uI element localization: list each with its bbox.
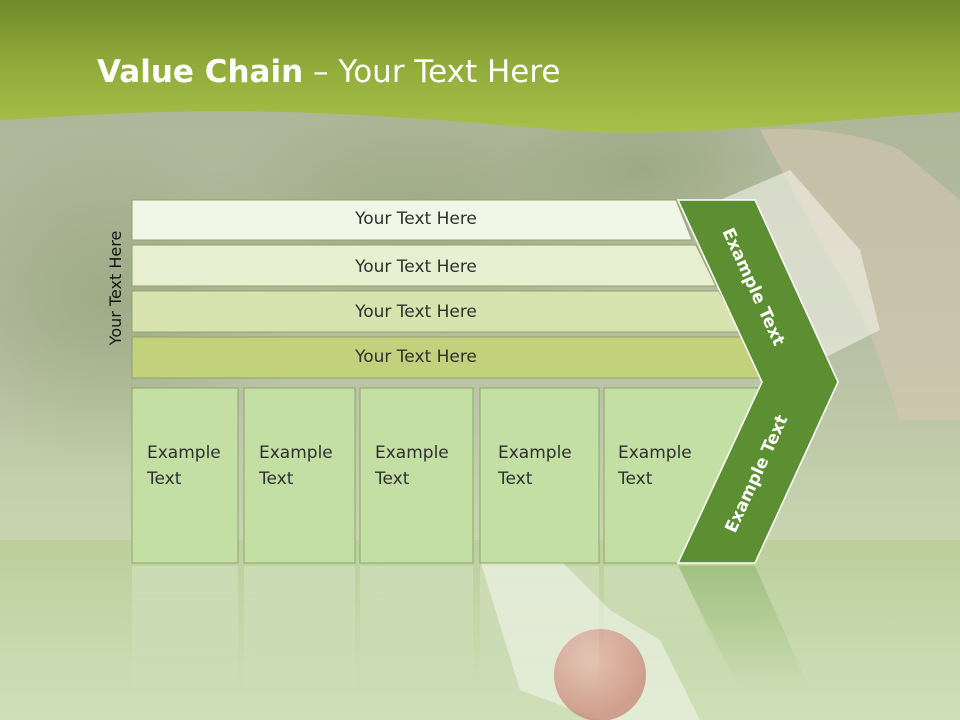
reflection-cell-5 <box>604 566 720 660</box>
primary-cell-5-line2: Text <box>617 469 653 489</box>
primary-cell-4-line2: Text <box>497 469 533 489</box>
primary-cell-1-line1: Example <box>147 443 221 463</box>
reflection <box>132 566 810 696</box>
slide-title: Value Chain – Your Text Here <box>97 54 560 90</box>
primary-cell-3-line2: Text <box>374 469 410 489</box>
primary-cell-4-line1: Example <box>498 443 572 463</box>
support-bar-3-label: Your Text Here <box>354 302 477 322</box>
support-bar-4-label: Your Text Here <box>354 347 477 367</box>
primary-cell-1-line2: Text <box>146 469 182 489</box>
primary-cell-2-line1: Example <box>259 443 333 463</box>
primary-cell-3-line1: Example <box>375 443 449 463</box>
primary-cell-4 <box>479 387 600 564</box>
reflection-cell-1 <box>132 566 238 696</box>
reflection-cell-4 <box>480 566 599 696</box>
reflection-cell-2 <box>244 566 355 696</box>
margin-chevron <box>676 199 839 564</box>
support-bar-2 <box>131 244 717 287</box>
reflection-chevron <box>678 566 810 690</box>
header-band <box>0 0 960 133</box>
title-bold: Value Chain <box>97 54 304 90</box>
support-bar-1 <box>131 199 693 241</box>
title-rest: – Your Text Here <box>303 54 561 90</box>
reflection-cell-3 <box>360 566 473 696</box>
primary-cell-1 <box>131 387 239 564</box>
support-bar-1-label: Your Text Here <box>354 209 477 229</box>
primary-cell-3 <box>359 387 474 564</box>
primary-cell-2-line2: Text <box>258 469 294 489</box>
side-label: Your Text Here <box>106 231 125 347</box>
support-bar-2-label: Your Text Here <box>354 257 477 277</box>
primary-cell-2 <box>243 387 356 564</box>
primary-cell-5-line1: Example <box>618 443 692 463</box>
